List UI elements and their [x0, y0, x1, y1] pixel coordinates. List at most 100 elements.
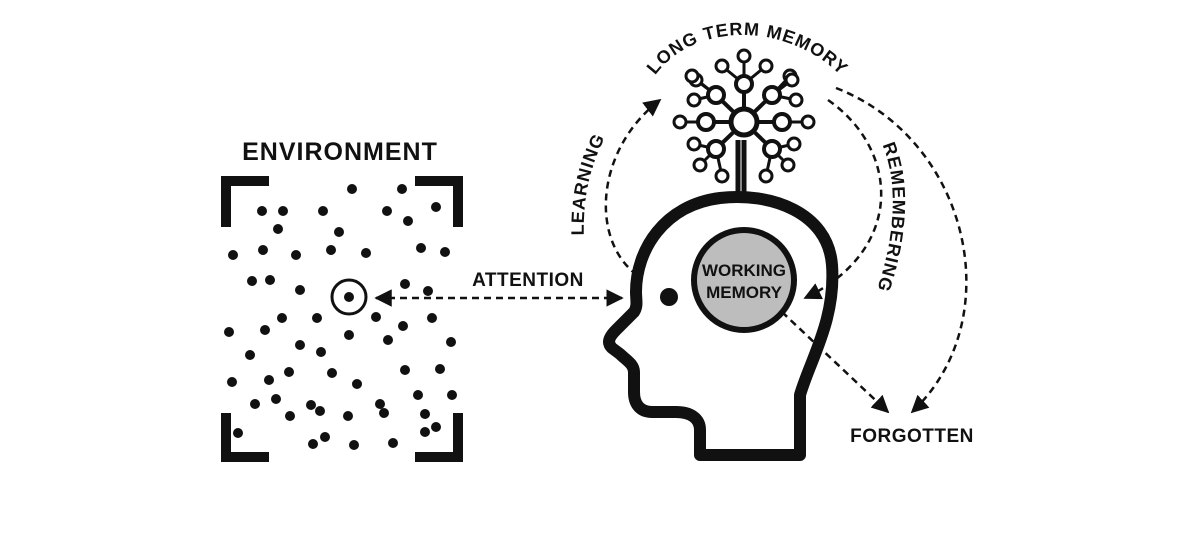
stimulus-dot [257, 206, 267, 216]
neuron-node [686, 136, 702, 152]
stimulus-dot [447, 390, 457, 400]
stimulus-dot [285, 411, 295, 421]
stimulus-dot [258, 245, 268, 255]
head-eye-icon [660, 288, 678, 306]
environment-stimuli [224, 184, 457, 450]
neuron-node [772, 112, 792, 132]
environment-frame [221, 176, 463, 462]
stimulus-dot [327, 368, 337, 378]
working-memory-label-line2: MEMORY [706, 283, 783, 302]
stimulus-dot [400, 279, 410, 289]
stimulus-dot [295, 285, 305, 295]
neuron-node [696, 112, 716, 132]
neuron-node [784, 72, 800, 88]
stimulus-dot [382, 206, 392, 216]
stimulus-dot [233, 428, 243, 438]
stimulus-dot [400, 365, 410, 375]
wm-forgetting-arrow [781, 311, 890, 414]
stimulus-dot [446, 337, 456, 347]
stimulus-dot [352, 379, 362, 389]
neuron-node [780, 157, 796, 173]
stimulus-dot [397, 184, 407, 194]
neuron-node [734, 74, 754, 94]
stimulus-dot [306, 400, 316, 410]
frame-corner-top-right [415, 176, 463, 227]
stimulus-dot [264, 375, 274, 385]
stimulus-dot [375, 399, 385, 409]
stimulus-dot [273, 224, 283, 234]
working-memory-circle [691, 227, 797, 333]
stimulus-dot [388, 438, 398, 448]
stimulus-dot [371, 312, 381, 322]
stimulus-dot [316, 347, 326, 357]
neuron-node [714, 58, 730, 74]
stimulus-dot [435, 364, 445, 374]
stimulus-dot [379, 408, 389, 418]
stimulus-dot [265, 275, 275, 285]
stimulus-dot [427, 313, 437, 323]
stimulus-dot [398, 321, 408, 331]
long-term-memory-label: LONG TERM MEMORY [643, 19, 852, 79]
stimulus-dot [245, 350, 255, 360]
focus-target-icon [330, 278, 368, 316]
working-memory-label-line1: WORKING [702, 261, 786, 280]
stimulus-dot [228, 250, 238, 260]
learning-label: LEARNING [568, 130, 609, 235]
stimulus-dot [440, 247, 450, 257]
stimulus-dot [295, 340, 305, 350]
attention-label: ATTENTION [472, 270, 584, 291]
stimulus-dot [431, 202, 441, 212]
remembering-arrow [803, 98, 883, 300]
stimulus-dot [312, 313, 322, 323]
forgotten-label: FORGOTTEN [850, 426, 974, 447]
stimulus-dot [224, 327, 234, 337]
neuron-node [758, 58, 774, 74]
stimulus-dot [420, 409, 430, 419]
neuron-node [736, 48, 752, 64]
stimulus-dot [343, 411, 353, 421]
stimulus-dot [431, 422, 441, 432]
neuron-node [692, 157, 708, 173]
neuron-node [800, 114, 816, 130]
stimulus-dot [320, 432, 330, 442]
neuron-node [762, 85, 782, 105]
stimulus-dot [416, 243, 426, 253]
stimulus-dot [403, 216, 413, 226]
neuron-node [762, 139, 782, 159]
stimulus-dot [260, 325, 270, 335]
stimulus-dot [250, 399, 260, 409]
stimulus-dot [423, 286, 433, 296]
ltm-forgetting-arrow [835, 86, 968, 414]
stimulus-dot [308, 439, 318, 449]
stimulus-dot [291, 250, 301, 260]
neuron-node [706, 139, 726, 159]
stimulus-dot [349, 440, 359, 450]
frame-corner-bottom-left [221, 413, 269, 462]
stimulus-dot [247, 276, 257, 286]
learning-arrow [604, 98, 662, 277]
stimulus-dot [315, 406, 325, 416]
frame-corner-bottom-right [415, 413, 463, 462]
stimulus-dot [383, 335, 393, 345]
environment-title: ENVIRONMENT [242, 138, 438, 166]
stimulus-dot [284, 367, 294, 377]
neuron-node [758, 168, 774, 184]
stimulus-dot [347, 184, 357, 194]
neuron-node [788, 92, 804, 108]
stimulus-dot [413, 390, 423, 400]
neuron-node [686, 92, 702, 108]
neuron-node [706, 85, 726, 105]
stimulus-dot [326, 245, 336, 255]
stimulus-dot [278, 206, 288, 216]
stimulus-dot [318, 206, 328, 216]
neuron-node [786, 136, 802, 152]
stimulus-dot [420, 427, 430, 437]
neuron-node [684, 68, 700, 84]
stimulus-dot [361, 248, 371, 258]
frame-corner-top-left [221, 176, 269, 227]
stimulus-dot [277, 313, 287, 323]
neuron-tree-icon [672, 48, 816, 196]
stimulus-dot [344, 330, 354, 340]
